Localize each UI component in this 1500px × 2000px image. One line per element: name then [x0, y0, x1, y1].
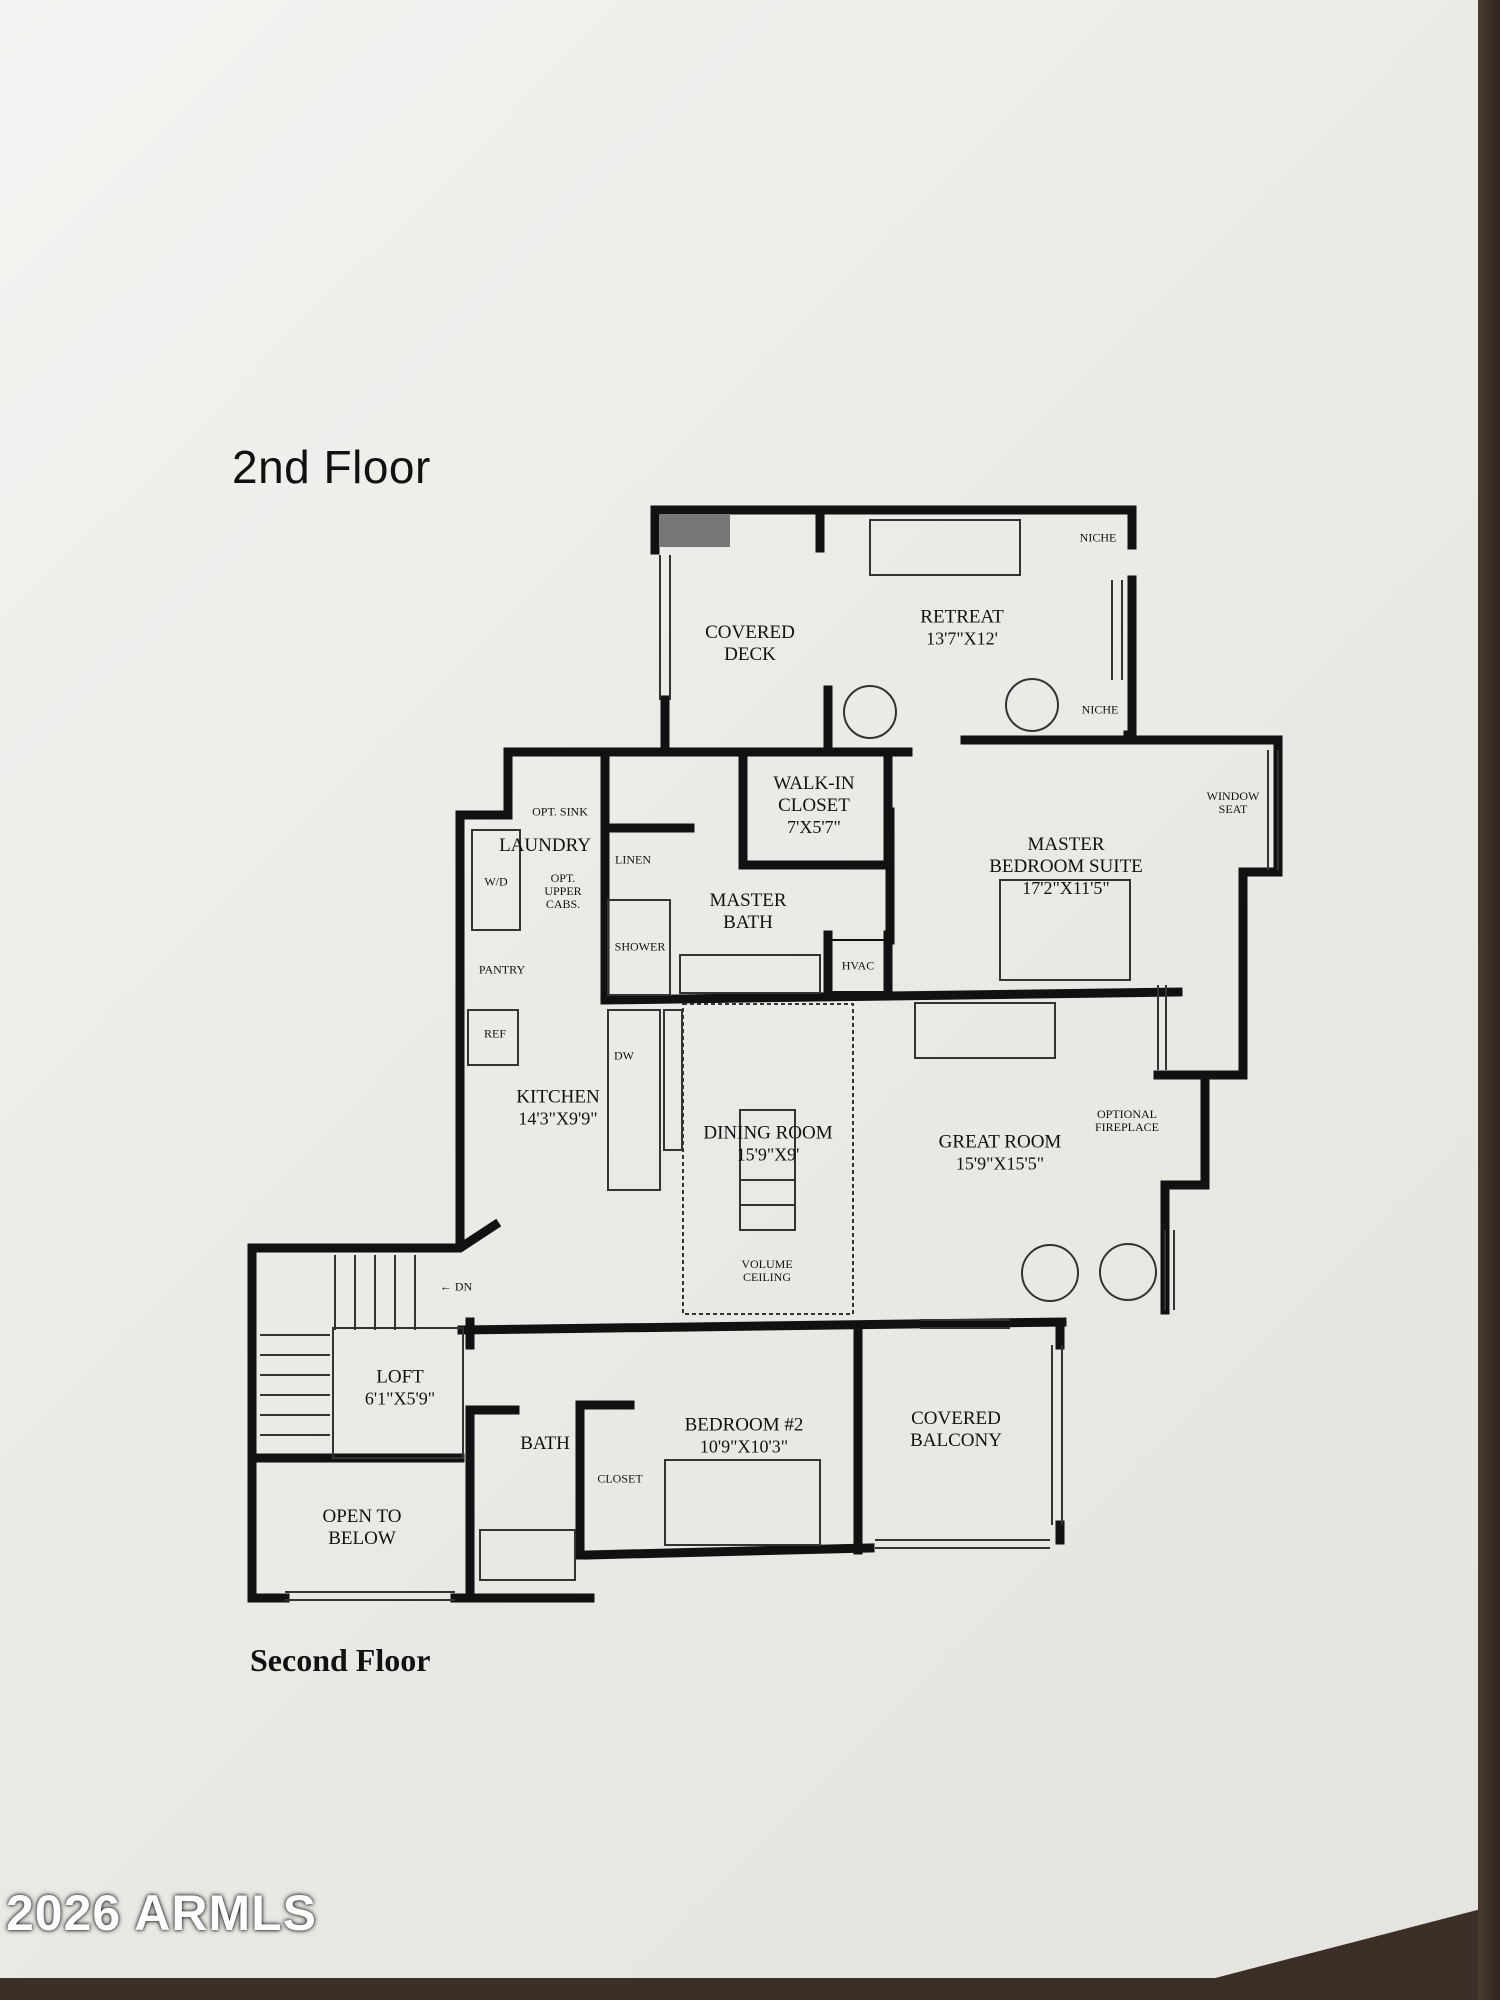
wall-stair-top [247, 1218, 502, 1253]
paper-sheet [0, 0, 1482, 1978]
chair-retreat-2 [1005, 678, 1059, 732]
label-dw: DW [614, 1048, 634, 1063]
label-volume-ceiling: VOLUME CEILING [741, 1256, 793, 1284]
window-deck-left [659, 555, 671, 700]
sofa-great [914, 1002, 1056, 1059]
label-opt-sink: OPT. SINK [532, 804, 588, 819]
bath-tub [479, 1529, 576, 1581]
door-lower-top [920, 1319, 1010, 1329]
label-dn: ← DN [439, 1279, 473, 1294]
laundry-wd [471, 829, 521, 931]
label-niche-bottom: NICHE [1081, 702, 1119, 717]
chair-great-2 [1099, 1243, 1157, 1301]
window-great-right-low [1164, 1230, 1175, 1310]
kitchen-island [607, 1009, 661, 1191]
label-ref: REF [483, 1026, 507, 1041]
bed-bedroom2 [664, 1459, 821, 1546]
label-linen: LINEN [615, 852, 651, 867]
chair-retreat-1 [843, 685, 897, 739]
window-open-below [285, 1591, 455, 1601]
dining-ceiling-outline [682, 1003, 854, 1315]
window-retreat-right [1111, 580, 1123, 680]
room-bath: BATH [520, 1433, 570, 1455]
label-hvac: HVAC [841, 958, 875, 973]
window-balcony-bottom [875, 1539, 1050, 1549]
wall-retreat-right [1123, 575, 1137, 740]
room-covered-balcony: COVERED BALCONY [910, 1408, 1002, 1451]
room-master-bath: MASTER BATH [709, 890, 787, 933]
wall-lower-top [457, 1317, 1067, 1335]
bath-counter [679, 954, 821, 994]
wall-bath-sep [465, 1400, 585, 1603]
plan-caption: Second Floor [250, 1642, 431, 1678]
kitchen-counter [663, 1009, 683, 1151]
chair-great-1 [1021, 1244, 1079, 1302]
loft-outline [332, 1327, 464, 1459]
wall-band-top-right [960, 735, 1283, 1080]
deck-corner-block [660, 515, 730, 547]
wall-retreat-top [650, 505, 1137, 550]
wall-bedroom-bottom [583, 1543, 875, 1560]
label-window-seat: WINDOW SEAT [1206, 788, 1260, 816]
label-shower: SHOWER [614, 939, 666, 954]
wall-bath-top [465, 1400, 635, 1415]
room-open-to-below: OPEN TO BELOW [322, 1506, 402, 1549]
label-opt-upper-cabs: OPT. UPPER CABS. [544, 871, 582, 912]
sofa-retreat [869, 519, 1021, 576]
ref-box [467, 1009, 519, 1066]
table-edge [1478, 0, 1500, 2000]
label-niche-top: NICHE [1079, 530, 1117, 545]
wall-walkin-left [738, 753, 893, 870]
page-title: 2nd Floor [232, 441, 431, 493]
dining-table [739, 1109, 796, 1206]
label-closet: CLOSET [597, 1471, 643, 1486]
dining-table2 [739, 1179, 796, 1231]
window-great-right [1157, 985, 1167, 1070]
window-balcony-right [1051, 1345, 1063, 1525]
watermark: 2026 ARMLS [6, 1885, 318, 1941]
stairs [260, 1255, 416, 1436]
bed-master [999, 879, 1131, 981]
wall-laundry-left [455, 747, 513, 1250]
hvac-block [827, 939, 889, 993]
wall-fireplace [1153, 1070, 1210, 1315]
room-covered-deck: COVERED DECK [705, 622, 795, 665]
label-optional-fireplace: OPTIONAL FIREPLACE [1094, 1106, 1160, 1134]
window-masterbed-right [1267, 750, 1279, 870]
label-pantry: PANTRY [478, 962, 526, 977]
room-laundry: LAUNDRY [499, 835, 591, 857]
label-wd: W/D [484, 874, 508, 889]
shower-box [607, 899, 671, 996]
